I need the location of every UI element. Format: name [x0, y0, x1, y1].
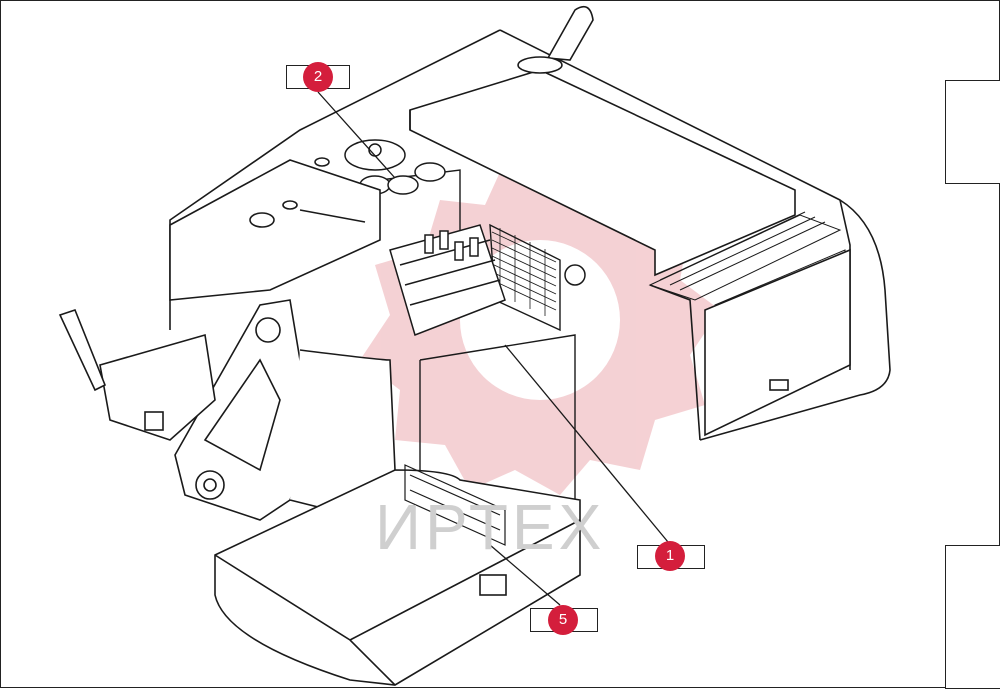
callout-marker-5[interactable]: 5: [548, 605, 578, 635]
battery-box: [58, 309, 216, 441]
leader-lines: [317, 91, 669, 606]
callout-marker-2[interactable]: 2: [303, 62, 333, 92]
side-tab-top: [945, 80, 1000, 184]
side-panel-right: [704, 248, 851, 437]
radiator-grid: [491, 228, 557, 316]
rear-plate: [404, 464, 506, 546]
watermark-text: ИРТЕХ: [375, 491, 606, 563]
side-tab-bottom: [945, 545, 1000, 689]
exhaust-pipe: [517, 5, 594, 74]
hydraulic-tank: [169, 159, 381, 301]
counterweight: [214, 469, 581, 686]
callout-marker-1[interactable]: 1: [655, 541, 685, 571]
top-cover: [409, 69, 796, 277]
boom-bracket: [174, 299, 396, 521]
fuel-injection-pump: [389, 224, 586, 336]
